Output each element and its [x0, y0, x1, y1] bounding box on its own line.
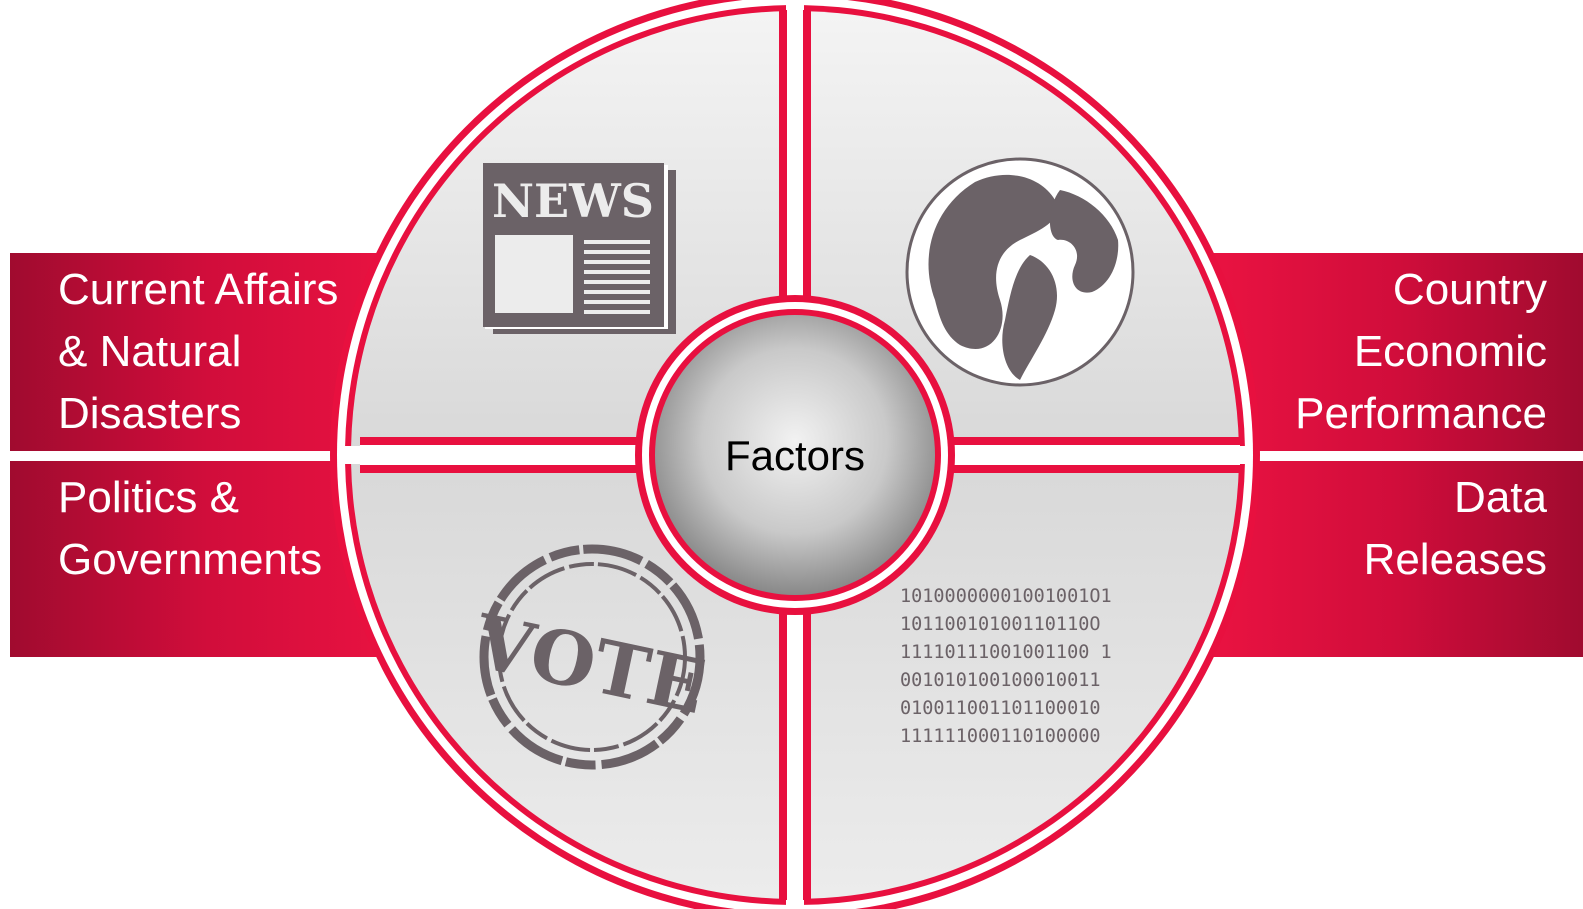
binary-line: 010011001101100010: [900, 698, 1100, 719]
hub-center: [655, 315, 935, 595]
binary-line: 11110111001001100 1: [900, 642, 1112, 663]
binary-line: 10100000001001001O1: [900, 586, 1112, 607]
binary-code-icon: 10100000001001001O1 10110010100110110O 1…: [900, 586, 1112, 747]
newspaper-icon: NEWS: [483, 163, 676, 334]
binary-line: 10110010100110110O: [900, 614, 1100, 635]
binary-line: 001010100100010011: [900, 670, 1100, 691]
binary-line: 111111000110100000: [900, 726, 1100, 747]
label-politics: Politics & Governments: [58, 473, 323, 584]
label-current-affairs: Current Affairs & Natural Disasters: [58, 265, 339, 438]
newspaper-headline: NEWS: [492, 174, 654, 228]
segment-bottom-left: [345, 464, 786, 905]
segment-bottom-right: [804, 464, 1245, 905]
label-data-releases: Data Releases: [1363, 473, 1547, 584]
center-label: Factors: [725, 432, 865, 479]
globe-icon: [905, 157, 1135, 387]
label-country-economic: Country Economic Performance: [1295, 265, 1547, 438]
